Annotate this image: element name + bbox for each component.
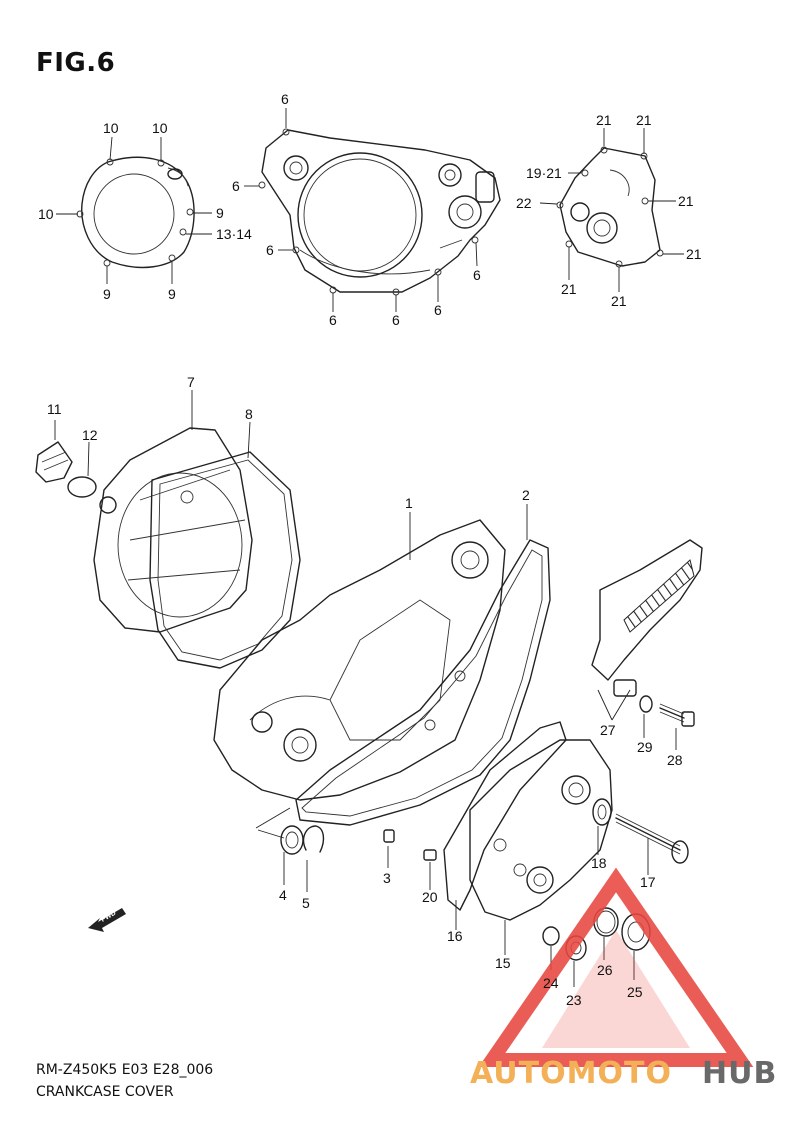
callout-17: 17 (640, 874, 656, 890)
clutch-outer-cover (76, 156, 195, 269)
callout-21d: 21 (686, 246, 702, 262)
callout-21a: 21 (596, 112, 612, 128)
callout-11: 11 (47, 401, 62, 417)
callout-6e: 6 (392, 312, 400, 328)
pump-dowel-pin (423, 849, 437, 861)
callout-18: 18 (591, 855, 607, 871)
callout-6a: 6 (281, 91, 289, 107)
callout-28: 28 (667, 752, 683, 768)
callout-5: 5 (302, 895, 310, 911)
clutch-cover-gasket (149, 451, 301, 669)
callout-8: 8 (245, 406, 253, 422)
callout-26: 26 (597, 962, 613, 978)
callout-23: 23 (566, 992, 582, 1008)
callout-2: 2 (522, 487, 530, 503)
callout-1: 1 (405, 495, 413, 511)
water-pump-seal (592, 798, 612, 826)
crankcase-cover-gasket (295, 539, 551, 826)
callout-3: 3 (383, 870, 391, 886)
callout-13-14: 13·14 (216, 226, 252, 242)
water-pump-gasket (443, 721, 567, 911)
callout-6c: 6 (266, 242, 274, 258)
callout-10b: 10 (152, 120, 168, 136)
guard-washer (639, 695, 653, 713)
callout-16: 16 (447, 928, 463, 944)
model-code: RM-Z450K5 E03 E28_006 (36, 1062, 214, 1078)
callout-15: 15 (495, 955, 511, 971)
drain-washer (542, 926, 560, 946)
callout-21e: 21 (561, 281, 577, 297)
impeller-shaft (615, 813, 689, 864)
callout-9c: 9 (168, 286, 176, 302)
callout-6b: 6 (232, 178, 240, 194)
callout-21c: 21 (678, 193, 694, 209)
callout-21b: 21 (636, 112, 652, 128)
callout-10c: 10 (38, 206, 54, 222)
callout-24: 24 (543, 975, 559, 991)
filler-cap-o-ring (67, 476, 97, 498)
callout-21f: 21 (611, 293, 627, 309)
callout-25: 25 (627, 984, 643, 1000)
watermark-brand-part2: HUB (702, 1056, 777, 1091)
callout-29: 29 (637, 739, 653, 755)
callout-27: 27 (600, 722, 616, 738)
callout-6f: 6 (434, 302, 442, 318)
callout-6d: 6 (329, 312, 337, 328)
callout-9b: 9 (103, 286, 111, 302)
water-pump-cover (556, 146, 664, 268)
guard-bolt (659, 703, 695, 727)
section-name: CRANKCASE COVER (36, 1084, 174, 1100)
watermark-brand-part1: AUTOMOTO (470, 1056, 672, 1091)
callout-12: 12 (82, 427, 98, 443)
clutch-cover (93, 427, 253, 633)
callout-labels: 10 10 10 9 13·14 9 9 6 6 6 6 6 6 6 21 21… (38, 91, 702, 1008)
crankcase-guard (591, 539, 703, 697)
forward-arrow-icon: FWD (88, 908, 126, 932)
callout-20: 20 (422, 889, 438, 905)
crankcase-cover (213, 519, 506, 801)
callout-6g: 6 (473, 267, 481, 283)
oil-seal (280, 825, 304, 855)
callout-22: 22 (516, 195, 532, 211)
callout-7: 7 (187, 374, 195, 390)
callout-4: 4 (279, 887, 287, 903)
circlip (302, 825, 325, 853)
dowel-pin (383, 829, 395, 843)
callout-9a: 9 (216, 205, 224, 221)
automotohub-watermark: AUTOMOTO HUB (470, 867, 777, 1091)
oil-filler-cap (35, 441, 73, 483)
figure-title: FIG.6 (36, 48, 116, 78)
generator-cover (258, 128, 501, 296)
water-pump-body (469, 739, 613, 921)
callout-10a: 10 (103, 120, 119, 136)
callout-19-21: 19·21 (526, 165, 562, 181)
